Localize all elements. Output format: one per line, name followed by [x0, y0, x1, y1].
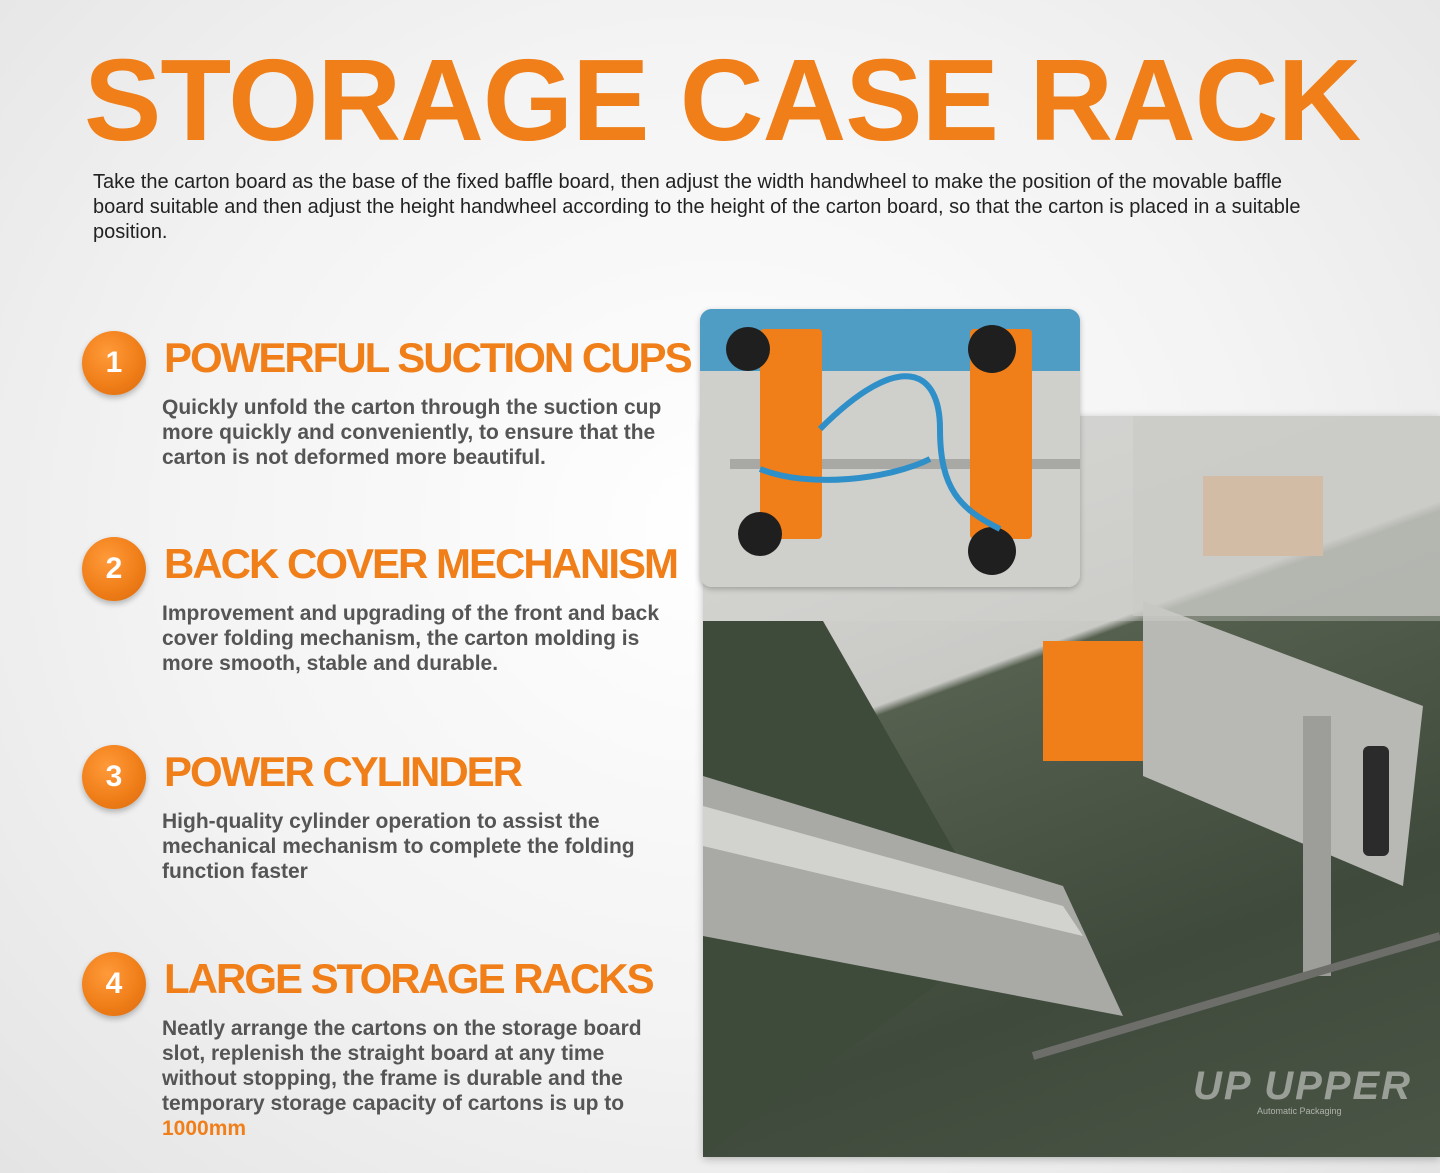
feature-back-cover: 2 BACK COVER MECHANISM Improvement and u… — [82, 537, 682, 677]
feature-title: POWERFUL SUCTION CUPS — [164, 334, 693, 381]
feature-power-cylinder: 3 POWER CYLINDER High-quality cylinder o… — [82, 745, 682, 885]
feature-description: Neatly arrange the cartons on the storag… — [162, 1016, 682, 1141]
suction-cup-photo — [700, 309, 1080, 587]
intro-text: Take the carton board as the base of the… — [93, 171, 1301, 243]
feature-description: Quickly unfold the carton through the su… — [162, 396, 662, 469]
feature-description: High-quality cylinder operation to assis… — [162, 810, 635, 883]
feature-title: POWER CYLINDER — [164, 748, 523, 795]
number-badge: 1 — [82, 331, 146, 395]
description-text: Neatly arrange the cartons on the storag… — [162, 1017, 642, 1115]
feature-suction-cups: 1 POWERFUL SUCTION CUPS Quickly unfold t… — [82, 331, 693, 471]
suction-cup-illustration — [700, 309, 1080, 587]
brand-watermark: UP UPPER — [1193, 1064, 1413, 1108]
page-title: STORAGE CASE RACK — [84, 35, 1361, 165]
feature-title: BACK COVER MECHANISM — [164, 540, 679, 587]
number-badge: 2 — [82, 537, 146, 601]
feature-title: LARGE STORAGE RACKS — [164, 955, 655, 1002]
capacity-highlight: 1000mm — [162, 1117, 247, 1140]
brand-watermark-tagline: Automatic Packaging — [1257, 1106, 1342, 1116]
feature-description: Improvement and upgrading of the front a… — [162, 602, 660, 675]
feature-storage-racks: 4 LARGE STORAGE RACKS Neatly arrange the… — [82, 952, 682, 1152]
number-badge: 3 — [82, 745, 146, 809]
number-badge: 4 — [82, 952, 146, 1016]
